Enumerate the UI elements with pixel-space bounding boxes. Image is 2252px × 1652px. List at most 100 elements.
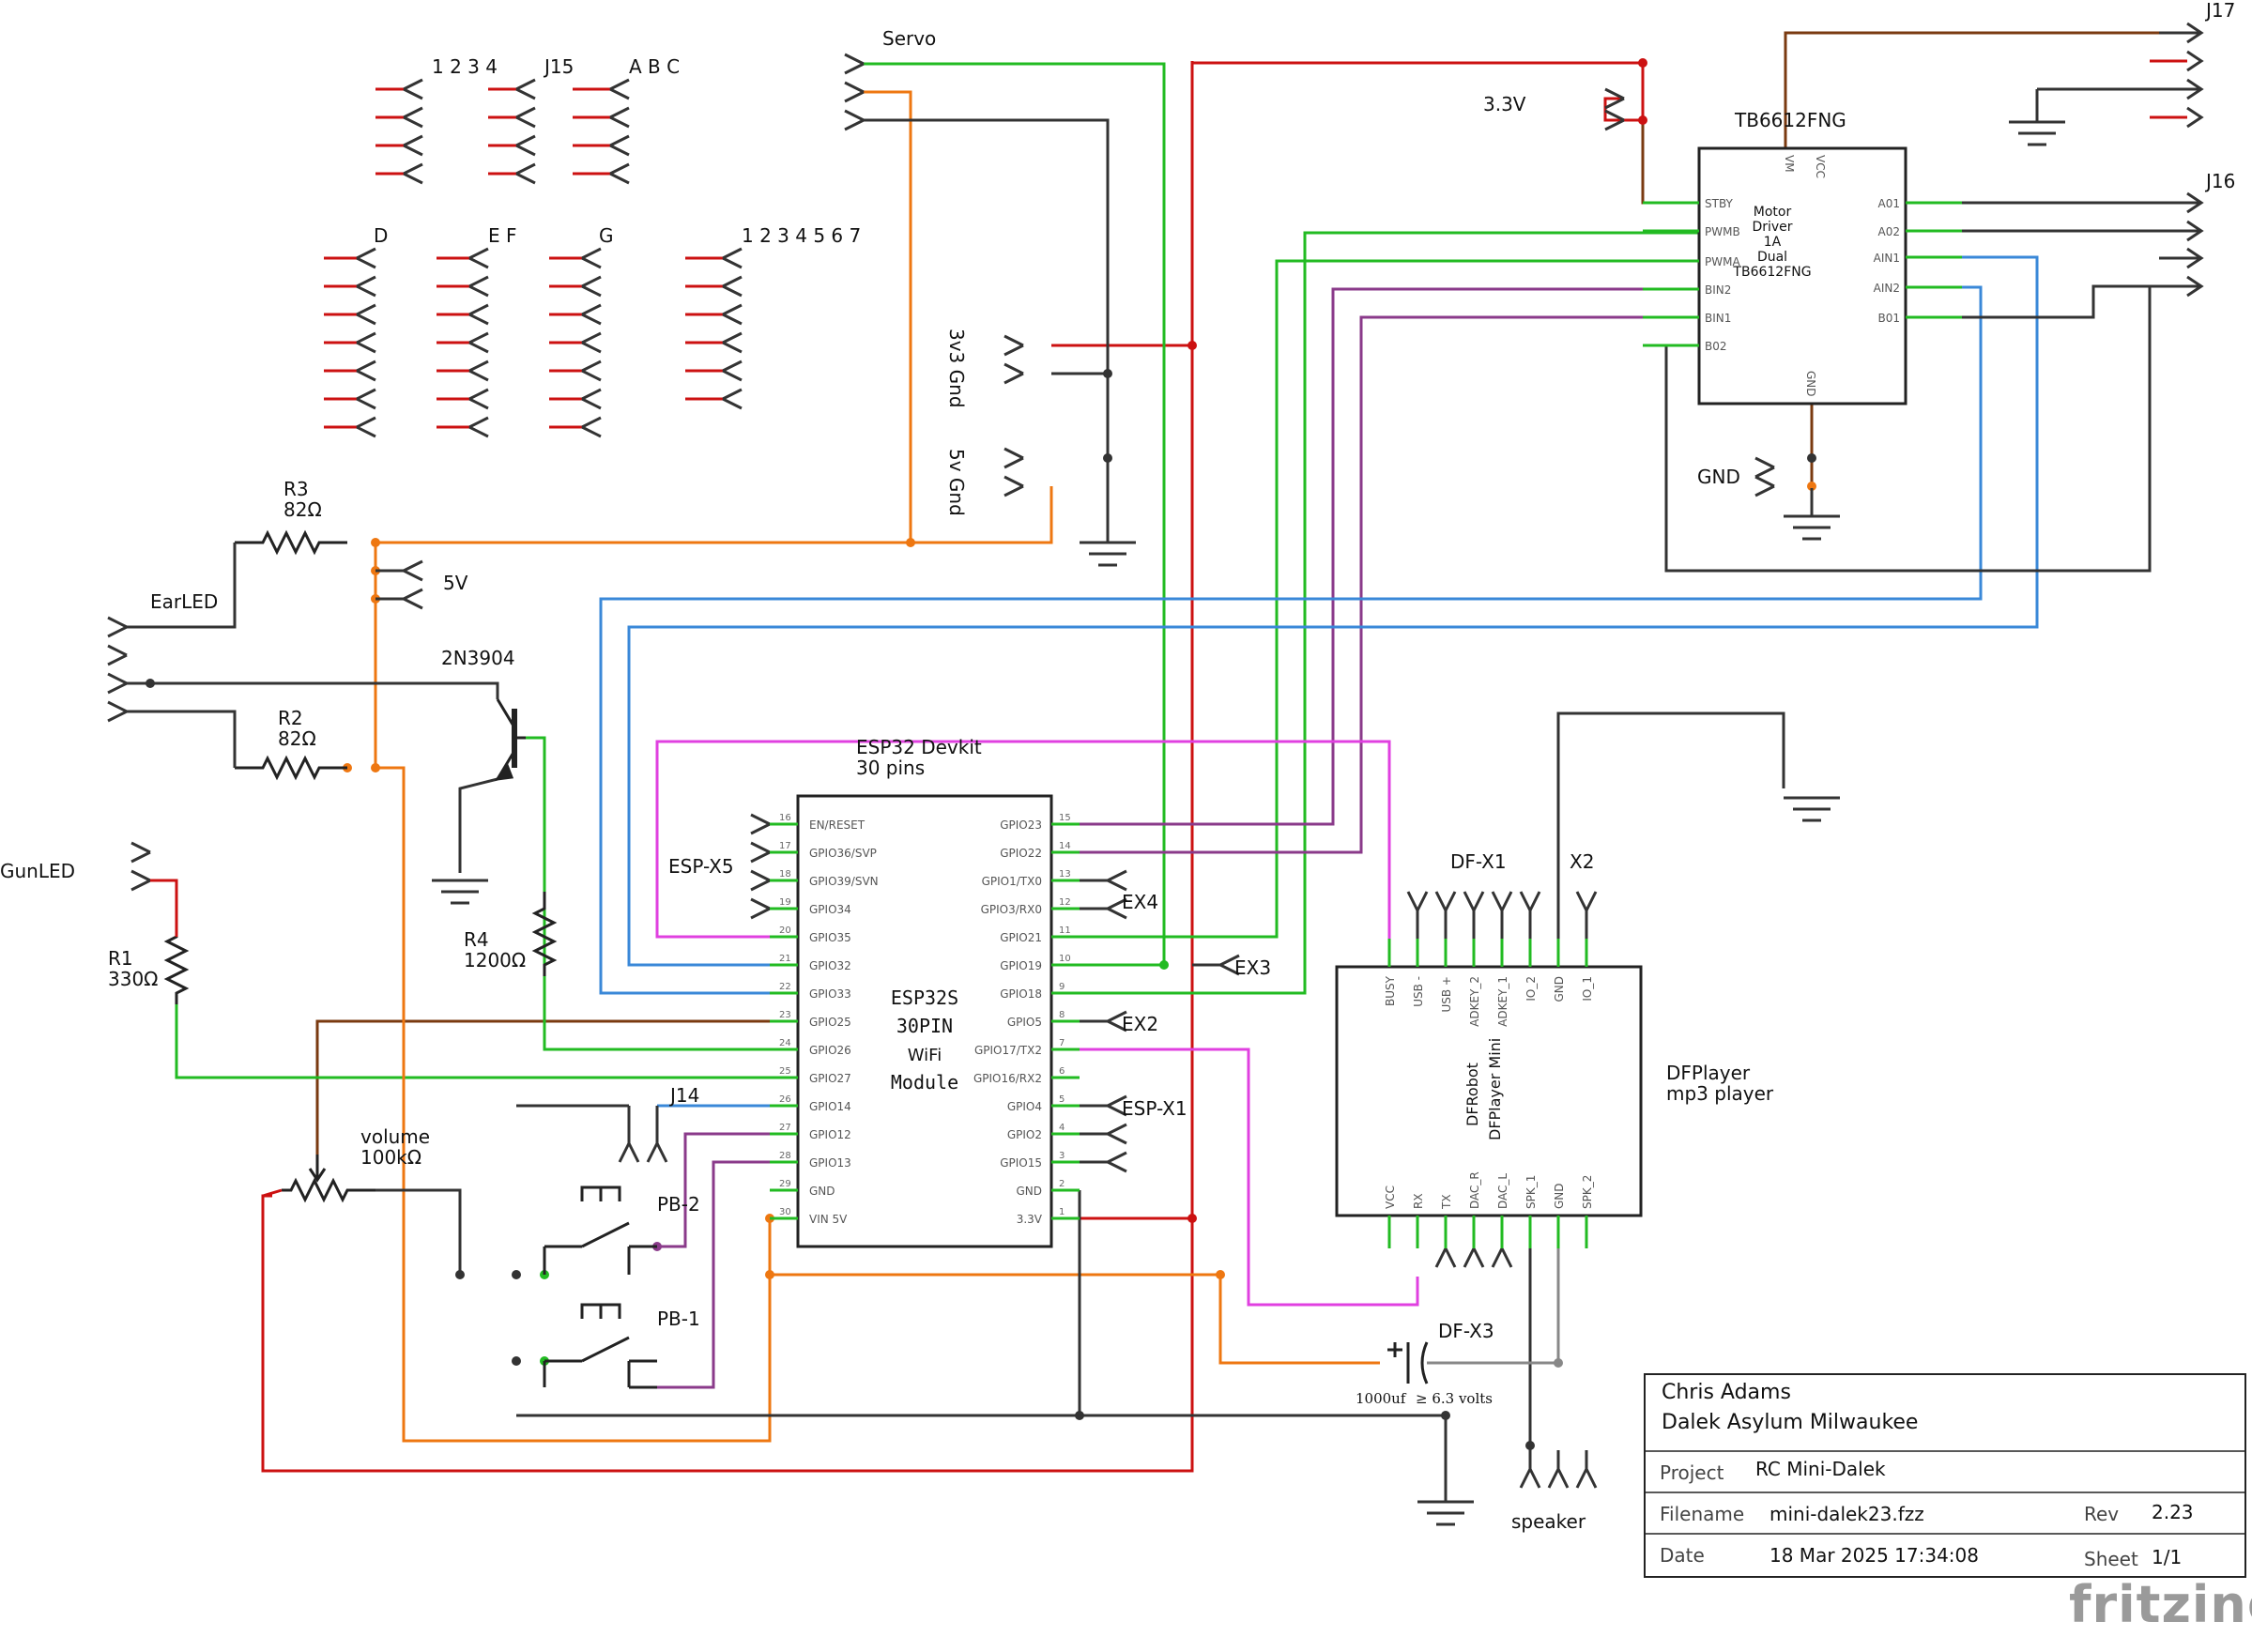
wire-5v-vertical (374, 543, 772, 1443)
header-ef-fork (468, 247, 489, 438)
esp-left-pin-number: 16 (779, 813, 791, 823)
label-esp-title-1: ESP32 Devkit (856, 736, 982, 758)
df-bottom-pin-spk-2: SPK_2 (1581, 1175, 1594, 1209)
label-speaker: speaker (1511, 1510, 1586, 1533)
md-body-4: TB6612FNG (1732, 265, 1811, 280)
df-top-pin-adkey-2: ADKEY_2 (1468, 976, 1481, 1027)
header-7pin-fork (722, 247, 743, 410)
wire-gpio17-rx (1080, 1048, 1419, 1307)
wire-r3-earled (127, 543, 237, 629)
label-j15: J15 (543, 55, 574, 78)
wire-stby (1641, 120, 1699, 205)
label-j16: J16 (2204, 170, 2235, 192)
header-espx5-fork (750, 813, 771, 920)
header-ex4-fork (1080, 869, 1127, 920)
label-x2: X2 (1570, 850, 1594, 873)
label-pot-name: volume (360, 1125, 430, 1148)
md-left-pin-b02: B02 (1705, 340, 1727, 353)
df-body-0: DFRobot (1463, 1063, 1481, 1126)
wire-b01 (1906, 284, 2159, 319)
wire-df-gnd (1556, 711, 1785, 939)
esp-right-pin-number: 6 (1059, 1066, 1065, 1077)
md-left-pin-pwmb: PWMB (1705, 225, 1740, 238)
esp-left-pin-gpio32: GPIO32 (809, 959, 851, 972)
esp-right-pin-number: 10 (1059, 954, 1071, 964)
esp-left-pin-gpio34: GPIO34 (809, 903, 851, 916)
esp-body-3: Module (891, 1071, 958, 1094)
ground-symbol-2 (1784, 514, 1840, 541)
esp-right-pin-number: 2 (1059, 1179, 1065, 1189)
label-r3-value: 82Ω (283, 498, 322, 521)
header-dfx1-fork (1406, 891, 1541, 939)
wire-r2-earled (127, 710, 237, 768)
junctions (146, 58, 1816, 1450)
esp-right-pin-number: 14 (1059, 841, 1071, 851)
header-g (549, 256, 582, 429)
title-rev: 2.23 (2152, 1501, 2194, 1523)
label-espx1: ESP-X1 (1122, 1097, 1187, 1120)
esp-body-0: ESP32S (891, 987, 958, 1009)
esp-right-pin-number: 3 (1059, 1151, 1065, 1161)
pushbutton-pb2[interactable] (543, 1185, 657, 1275)
header-j17-arrows (2159, 22, 2204, 129)
title-project: RC Mini-Dalek (1755, 1458, 1886, 1480)
esp-right-pin-number: 11 (1059, 925, 1071, 936)
header-gunled-fork (130, 841, 151, 892)
resistor-r2 (235, 755, 347, 781)
header-speaker-fork (1519, 1450, 1598, 1489)
esp-left-pin-number: 20 (779, 925, 791, 936)
pushbutton-pb1[interactable] (543, 1303, 657, 1389)
esp-right-pin-number: 4 (1059, 1123, 1065, 1133)
esp-left-pin-gpio39-svn: GPIO39/SVN (809, 875, 879, 888)
md-left-pin-bin1: BIN1 (1705, 312, 1731, 325)
esp-body-2: WiFi (908, 1046, 942, 1065)
esp-right-pin-gpio2: GPIO2 (1007, 1128, 1042, 1141)
esp-left-pin-gpio13: GPIO13 (809, 1156, 851, 1170)
label-3v3-gnd: 3v3 Gnd (945, 329, 968, 408)
label-g: G (599, 224, 614, 247)
md-body-3: Dual (1757, 250, 1787, 265)
label-r4-name: R4 (464, 928, 489, 951)
wire-gpio27-r1 (175, 1004, 770, 1079)
label-dfx1: DF-X1 (1450, 850, 1507, 873)
label-cap-value: 1000uf (1356, 1390, 1407, 1407)
label-d: D (374, 224, 388, 247)
wire-gpio18-pwma (1080, 231, 1699, 995)
title-sheet-key: Sheet (2084, 1548, 2138, 1570)
esp-right-pin-3-3v: 3.3V (1017, 1213, 1043, 1226)
esp-left-pin-gpio33: GPIO33 (809, 987, 851, 1001)
esp-right-pin-number: 1 (1059, 1207, 1065, 1217)
label-r2-value: 82Ω (278, 727, 316, 750)
esp-right-pin-gpio3-rx0: GPIO3/RX0 (981, 903, 1042, 916)
esp-left-pin-number: 27 (779, 1123, 791, 1133)
esp-right-pin-number: 15 (1059, 813, 1071, 823)
esp-right-pin-number: 7 (1059, 1038, 1065, 1048)
wire-gpio25 (315, 1019, 770, 1155)
esp-left-pin-number: 24 (779, 1038, 791, 1048)
wire-gpio22-bin1 (1080, 315, 1699, 854)
header-5v-fork (375, 559, 423, 610)
label-r1-value: 330Ω (108, 968, 158, 990)
header-j15-b (488, 87, 516, 176)
esp-right-pin-gpio5: GPIO5 (1007, 1016, 1042, 1029)
header-j15-c-fork (609, 78, 630, 185)
transistor-2n3904 (494, 698, 526, 781)
esp-left-pin-number: 23 (779, 1010, 791, 1020)
resistor-r4 (531, 892, 558, 976)
label-pb2: PB-2 (657, 1193, 700, 1216)
label-j15-abc: A B C (629, 55, 680, 78)
md-left-pin-stby: STBY (1705, 197, 1734, 210)
header-ef (437, 256, 469, 429)
wire-3v3-driver (1603, 63, 1645, 122)
title-filename-key: Filename (1660, 1503, 1744, 1525)
md-right-pin-b01: B01 (1877, 312, 1900, 325)
esp-left-pin-gpio25: GPIO25 (809, 1016, 851, 1029)
label-pot-value: 100kΩ (360, 1146, 421, 1169)
esp-left-pin-gpio35: GPIO35 (809, 931, 851, 944)
title-date: 18 Mar 2025 17:34:08 (1769, 1544, 1979, 1567)
esp-left-pin-number: 21 (779, 954, 791, 964)
df-bottom-pin-gnd: GND (1553, 1183, 1566, 1209)
wire-gpio32-ain1 (627, 255, 2039, 967)
label-ef: E F (488, 224, 517, 247)
label-servo: Servo (882, 27, 936, 50)
